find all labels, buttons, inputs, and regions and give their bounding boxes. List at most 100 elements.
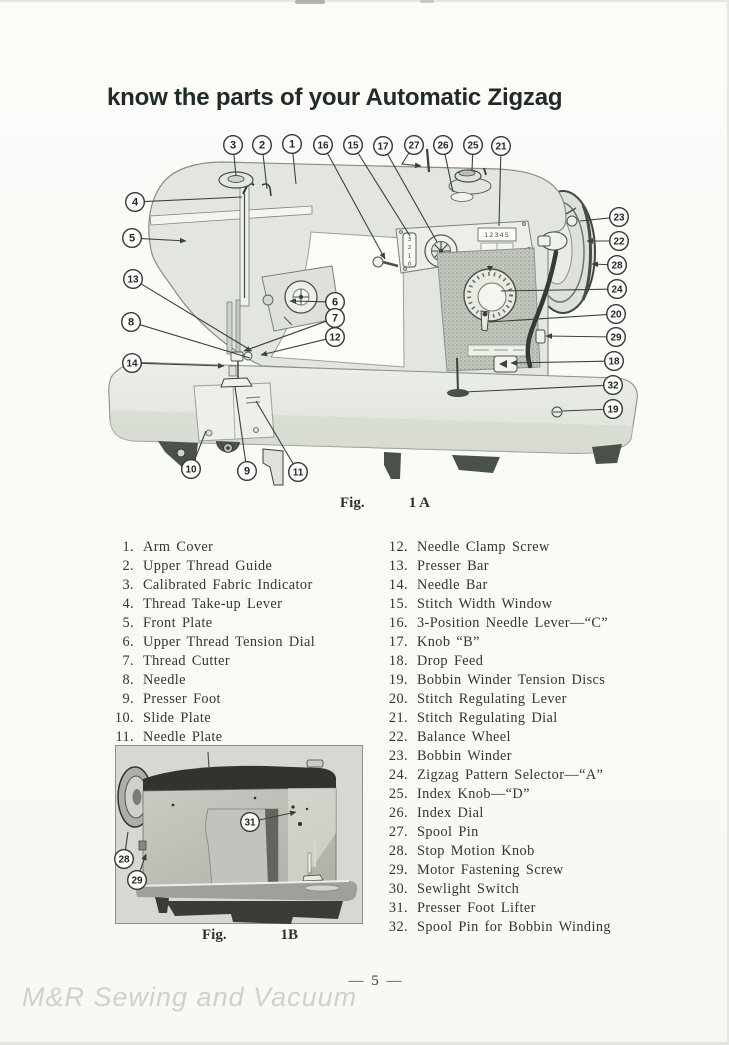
power-cord xyxy=(525,249,559,369)
parts-list-item: 13.Presser Bar xyxy=(366,557,666,576)
photo-base-shadow xyxy=(157,901,343,924)
part-label: Bobbin Winder xyxy=(417,748,512,764)
photo-bed xyxy=(134,880,358,901)
part-number: 5. xyxy=(122,615,134,631)
parts-list-item: 4. Thread Take-up Lever xyxy=(100,595,350,614)
part-number: 15. xyxy=(388,596,408,612)
stop-motion-knob xyxy=(537,231,568,251)
part-number: 20. xyxy=(388,691,408,707)
bobbin-winder xyxy=(565,207,578,227)
fig1b-caption-prefix: Fig. xyxy=(202,927,227,943)
part-number: 18. xyxy=(388,653,408,669)
part-number: 2. xyxy=(122,558,134,574)
parts-list-item: 2. Upper Thread Guide xyxy=(100,557,350,576)
parts-list-item: 3.Calibrated Fabric Indicator xyxy=(100,576,350,595)
fig1b-caption-number: 1B xyxy=(280,927,298,943)
pattern-selector-panel xyxy=(436,247,541,373)
part-number: 8. xyxy=(122,672,134,688)
parts-list-item: 31.Presser Foot Lifter xyxy=(366,899,666,918)
photo-presser-parts xyxy=(302,841,324,882)
part-label: Motor Fastening Screw xyxy=(417,862,564,878)
fabric-indicator-plate xyxy=(477,227,517,242)
parts-list-item: 16. 3-Position Needle Lever—“C” xyxy=(366,614,666,633)
scan-smudge xyxy=(295,0,325,4)
part-number: 11. xyxy=(115,729,134,745)
parts-list-item: 17.Knob “B” xyxy=(366,633,666,652)
part-label: Needle xyxy=(143,672,186,688)
part-number: 7. xyxy=(122,653,134,669)
fig1b-caption: Fig. 1B xyxy=(202,927,298,944)
part-label: Stop Motion Knob xyxy=(417,843,535,859)
parts-list-item: 7.Thread Cutter xyxy=(100,652,350,671)
part-number: 12. xyxy=(388,539,408,555)
parts-list-item: 24.Zigzag Pattern Selector—“A” xyxy=(366,766,666,785)
part-label: Arm Cover xyxy=(143,539,214,555)
fig1a-caption: Fig. 1 A xyxy=(340,495,430,512)
part-number: 4. xyxy=(122,596,134,612)
part-number: 19. xyxy=(388,672,408,688)
needle-position-lever xyxy=(372,256,399,268)
part-label: Index Knob—“D” xyxy=(417,786,530,802)
width-window-digit: 3 xyxy=(408,237,412,243)
parts-list-item: 9.Presser Foot xyxy=(100,690,350,709)
part-label: Presser Bar xyxy=(417,558,489,574)
part-label: Upper Thread Tension Dial xyxy=(143,634,316,650)
part-number: 21. xyxy=(388,710,408,726)
part-label: Bobbin Winder Tension Discs xyxy=(417,672,606,688)
parts-list-item: 28. Stop Motion Knob xyxy=(366,842,666,861)
parts-list-item: 11.Needle Plate xyxy=(100,728,350,747)
parts-list-item: 23. Bobbin Winder xyxy=(366,747,666,766)
photo-screws xyxy=(171,796,309,826)
part-number: 10. xyxy=(114,710,134,726)
parts-list-item: 1.Arm Cover xyxy=(100,538,350,557)
part-label: Slide Plate xyxy=(143,710,211,726)
fig1b-sewing-machine-photo xyxy=(115,745,363,924)
part-label: Balance Wheel xyxy=(417,729,511,745)
photo-top-knob xyxy=(306,759,324,768)
part-label: Zigzag Pattern Selector—“A” xyxy=(417,767,604,783)
parts-list-item: 32.Spool Pin for Bobbin Winding xyxy=(366,918,666,937)
parts-list-item: 29.Motor Fastening Screw xyxy=(366,861,666,880)
parts-list-item: 8. Needle xyxy=(100,671,350,690)
part-number: 28. xyxy=(388,843,408,859)
parts-list-item: 18. Drop Feed xyxy=(366,652,666,671)
index-knob-face xyxy=(477,282,507,312)
parts-list-item: 5. Front Plate xyxy=(100,614,350,633)
part-label: Drop Feed xyxy=(417,653,484,669)
part-number: 32. xyxy=(388,919,408,935)
width-window-digit: 2 xyxy=(408,245,412,251)
stitch-regulating-lever xyxy=(480,310,490,332)
part-label: Sewlight Switch xyxy=(417,881,520,897)
parts-list-item: 22.Balance Wheel xyxy=(366,728,666,747)
parts-list-item: 12. Needle Clamp Screw xyxy=(366,538,666,557)
spool-cap xyxy=(218,171,254,189)
part-number: 23. xyxy=(388,748,408,764)
part-number: 25. xyxy=(388,786,408,802)
photo-spool-pin xyxy=(207,751,210,769)
part-label: Presser Foot Lifter xyxy=(417,900,536,916)
page-number: — 5 — xyxy=(348,973,404,989)
part-label: Calibrated Fabric Indicator xyxy=(143,577,313,593)
parts-list-item: 15. Stitch Width Window xyxy=(366,595,666,614)
parts-list-item: 25. Index Knob—“D” xyxy=(366,785,666,804)
part-label: Thread Take-up Lever xyxy=(143,596,283,612)
part-number: 9. xyxy=(122,691,134,707)
index-knob-assembly xyxy=(448,167,492,202)
width-window-digit: 0 xyxy=(408,262,412,268)
part-label: Needle Clamp Screw xyxy=(417,539,550,555)
part-number: 16. xyxy=(388,615,408,631)
part-label: Upper Thread Guide xyxy=(143,558,273,574)
part-number: 17. xyxy=(388,634,408,650)
part-label: Front Plate xyxy=(143,615,213,631)
scan-edge-top xyxy=(0,0,729,2)
part-number: 30. xyxy=(388,881,408,897)
motor-fastening-screw xyxy=(535,329,546,344)
part-label: 3-Position Needle Lever—“C” xyxy=(417,615,609,631)
part-label: Stitch Width Window xyxy=(417,596,553,612)
photo-arm-top xyxy=(143,765,336,791)
page-title: know the parts of your Automatic Zigzag xyxy=(107,84,563,111)
part-number: 14. xyxy=(388,577,408,593)
